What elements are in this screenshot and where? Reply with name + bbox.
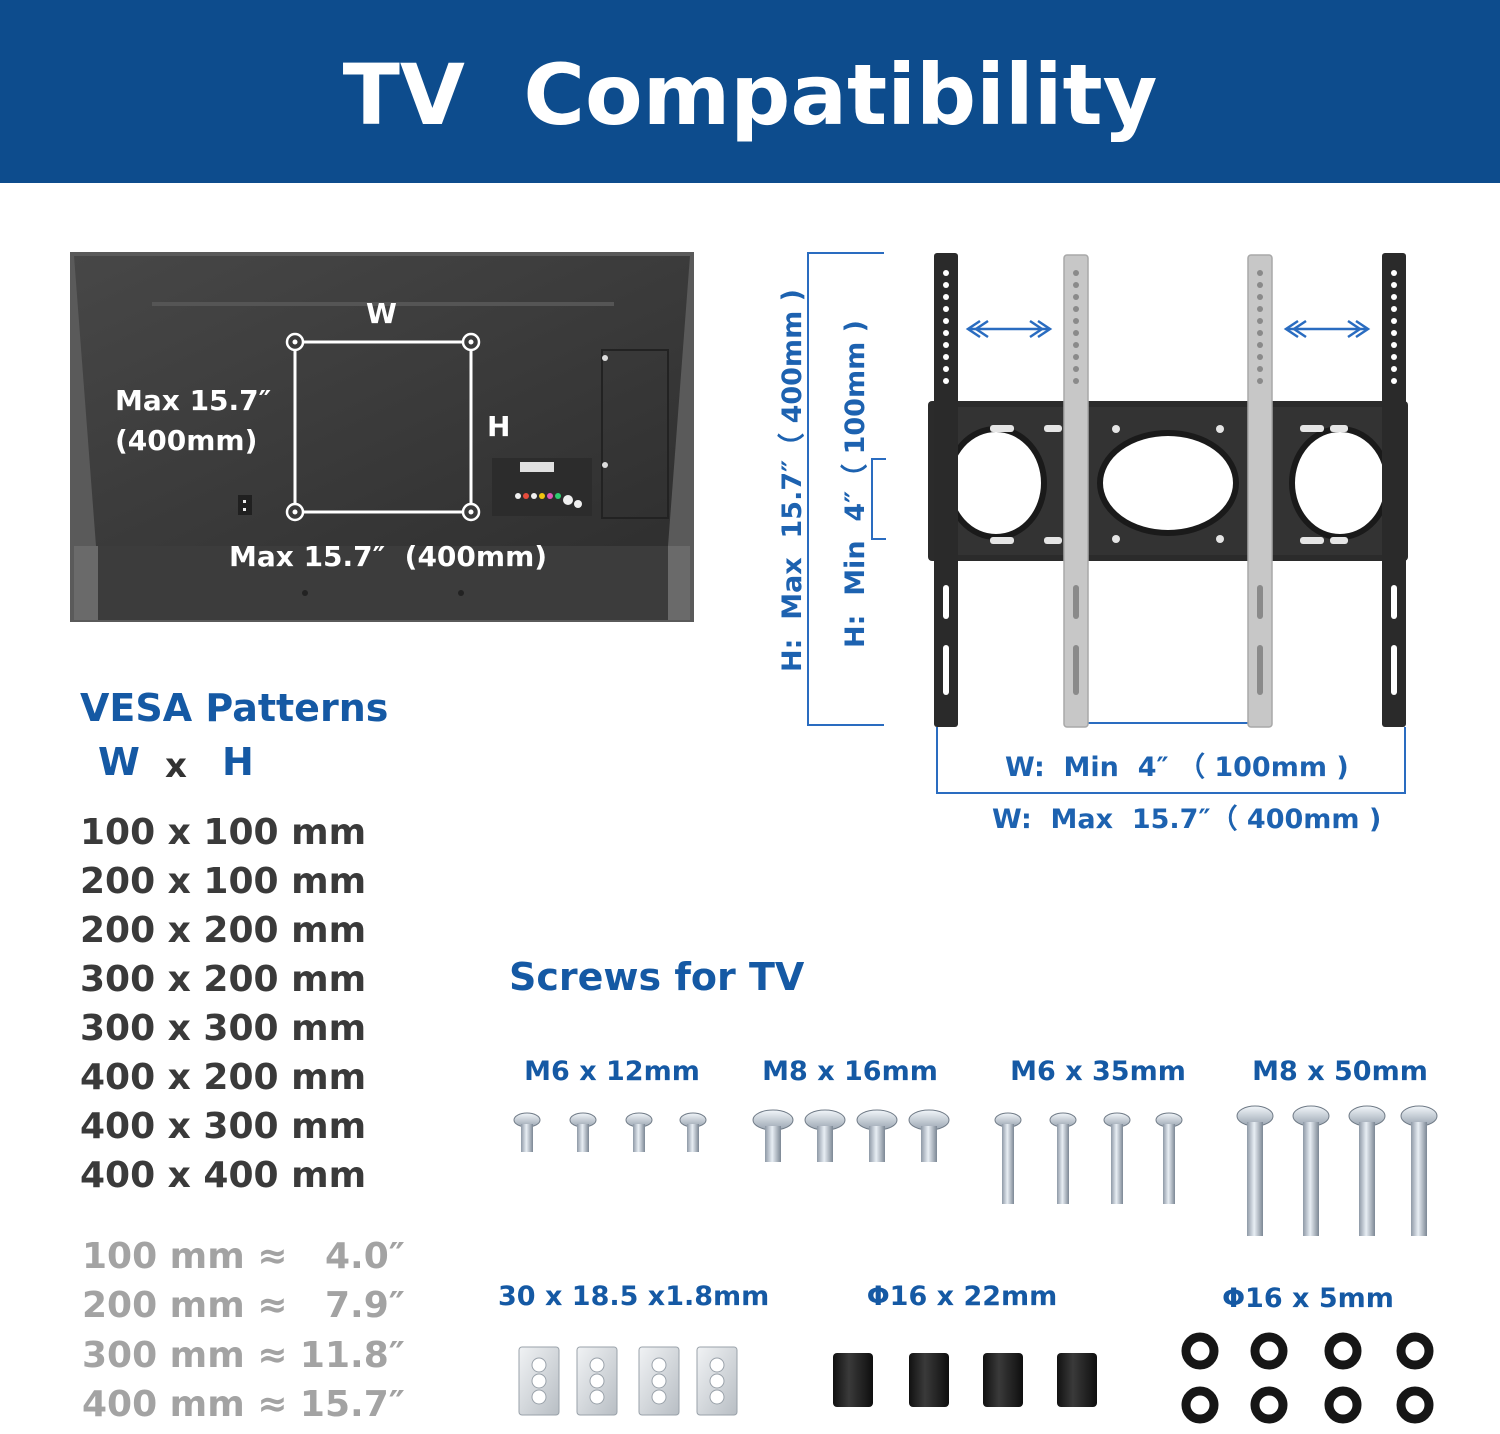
- washer-group: [1181, 1332, 1434, 1424]
- header-banner: [0, 0, 1500, 183]
- screw-size-label: M8 x 50mm: [1252, 1056, 1428, 1087]
- screw-m6x35-group: [994, 1112, 1183, 1204]
- spacers-washers-illustration: [518, 1332, 1434, 1424]
- screws-title: Screws for TV: [509, 955, 805, 999]
- vesa-title: VESA Patterns: [80, 686, 389, 730]
- spacer-size-label: Φ16 x 22mm: [866, 1281, 1058, 1312]
- tv-max-width-label: Max 15.7″ (400mm): [229, 540, 548, 573]
- mm-inch-conversion: 100 mm ≈ 4.0″: [82, 1236, 405, 1277]
- spacer-plate-size-label: 30 x 18.5 x1.8mm: [498, 1281, 770, 1312]
- bracket-illustration: [807, 252, 1408, 794]
- bracket-h-min-label: H: Min 4″（ 100mm ): [840, 320, 871, 648]
- tv-w-label: W: [366, 297, 397, 330]
- vesa-subtitle-h: H: [222, 740, 254, 784]
- vesa-pattern-item: 400 x 300 mm: [80, 1106, 367, 1147]
- screw-size-label: M6 x 35mm: [1010, 1056, 1186, 1087]
- vesa-pattern-item: 200 x 200 mm: [80, 910, 367, 951]
- bracket-h-max-label: H: Max 15.7″（ 400mm ): [777, 289, 808, 672]
- screw-size-label: M8 x 16mm: [762, 1056, 938, 1087]
- bracket-w-min-label: W: Min 4″ （ 100mm ): [1005, 752, 1349, 783]
- vesa-pattern-item: 100 x 100 mm: [80, 812, 367, 853]
- screws-illustration: [513, 1105, 1438, 1236]
- mm-inch-conversion: 400 mm ≈ 15.7″: [82, 1384, 405, 1425]
- vesa-subtitle-x: x: [165, 746, 187, 786]
- spacer-plate-group: [518, 1346, 738, 1416]
- washer-size-label: Φ16 x 5mm: [1222, 1283, 1394, 1314]
- vesa-subtitle-w: W: [98, 740, 140, 784]
- screw-m6x12-group: [513, 1112, 707, 1152]
- vesa-pattern-item: 400 x 200 mm: [80, 1057, 367, 1098]
- mm-inch-conversion: 200 mm ≈ 7.9″: [82, 1285, 405, 1326]
- vesa-pattern-item: 400 x 400 mm: [80, 1155, 367, 1196]
- screw-m8x16-group: [752, 1109, 950, 1162]
- tv-max-height-line1: Max 15.7″: [115, 384, 272, 417]
- tv-max-height-line2: (400mm): [115, 424, 258, 457]
- bracket-w-max-label: W: Max 15.7″（ 400mm ): [992, 804, 1382, 835]
- page-title: TV Compatibility: [342, 46, 1158, 144]
- tv-h-label: H: [487, 410, 511, 443]
- vesa-pattern-item: 300 x 200 mm: [80, 959, 367, 1000]
- vesa-pattern-item: 200 x 100 mm: [80, 861, 367, 902]
- vesa-pattern-item: 300 x 300 mm: [80, 1008, 367, 1049]
- black-spacer-group: [833, 1353, 1097, 1407]
- mm-inch-conversion: 300 mm ≈ 11.8″: [82, 1335, 405, 1376]
- screw-size-label: M6 x 12mm: [524, 1056, 700, 1087]
- screw-m8x50-group: [1236, 1105, 1438, 1236]
- tv-back-illustration: [70, 252, 694, 622]
